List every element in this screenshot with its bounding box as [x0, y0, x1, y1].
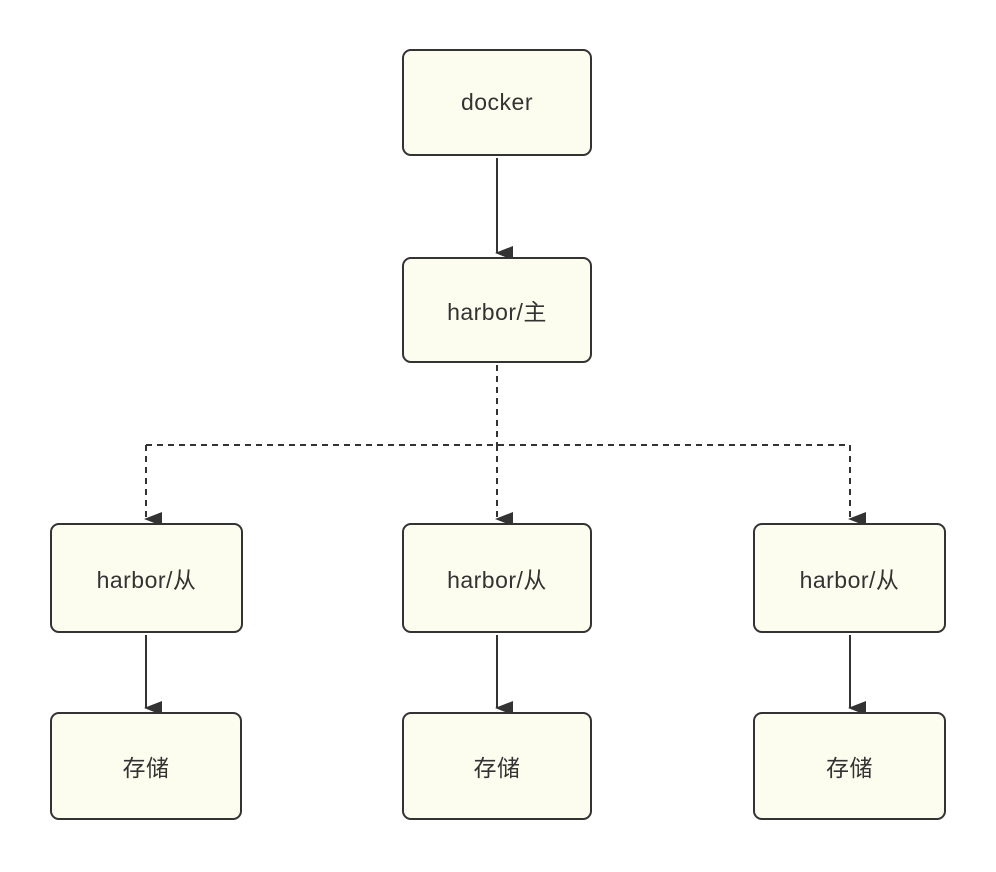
- node-harbor-slave-1-label: harbor/从: [96, 567, 197, 593]
- node-storage-3-label: 存储: [826, 755, 873, 781]
- node-storage-3: 存储: [753, 712, 946, 820]
- node-harbor-master: harbor/主: [402, 257, 592, 363]
- node-docker: docker: [402, 49, 592, 156]
- node-harbor-master-label: harbor/主: [447, 299, 547, 325]
- node-storage-2-label: 存储: [473, 755, 521, 781]
- node-harbor-slave-3-label: harbor/从: [799, 567, 900, 593]
- node-harbor-slave-2: harbor/从: [402, 523, 592, 633]
- node-docker-label: docker: [460, 89, 534, 115]
- node-storage-1: 存储: [50, 712, 242, 820]
- node-harbor-slave-1: harbor/从: [50, 523, 243, 633]
- node-harbor-slave-3: harbor/从: [753, 523, 946, 633]
- node-storage-1-label: 存储: [122, 755, 170, 781]
- node-storage-2: 存储: [402, 712, 592, 820]
- node-harbor-slave-2-label: harbor/从: [447, 567, 547, 593]
